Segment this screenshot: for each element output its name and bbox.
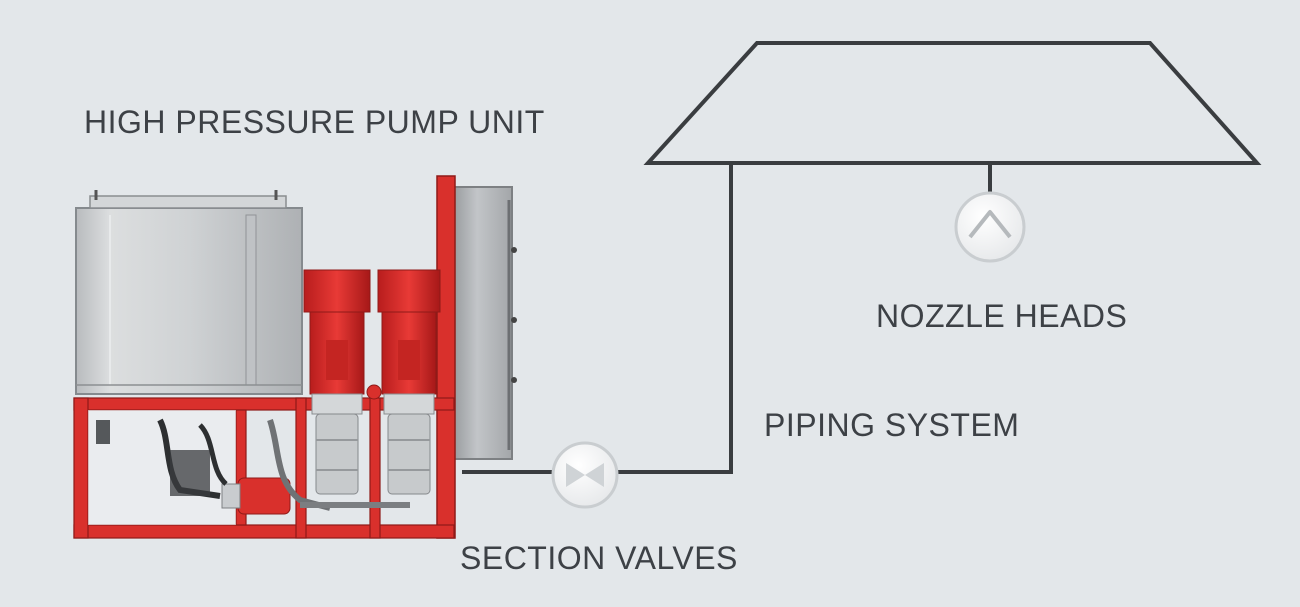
booster-pump: [96, 418, 410, 515]
control-panel: [453, 186, 513, 460]
ceiling-trapezoid: [643, 41, 1262, 165]
pump-unit-illustration: [73, 175, 517, 539]
pump-motor-1: [303, 269, 371, 495]
nozzle-heads-label: NOZZLE HEADS: [876, 298, 1128, 334]
section-valves-label: SECTION VALVES: [460, 540, 738, 576]
section-valve-icon: [551, 441, 619, 509]
piping-system-label: PIPING SYSTEM: [764, 407, 1020, 443]
pump-unit-label: HIGH PRESSURE PUMP UNIT: [84, 104, 545, 140]
water-tank: [75, 207, 303, 395]
nozzle-head-icon: [954, 191, 1026, 263]
frame-post: [436, 175, 456, 539]
piping-system: [462, 41, 1262, 474]
pump-motor-2: [377, 269, 441, 495]
